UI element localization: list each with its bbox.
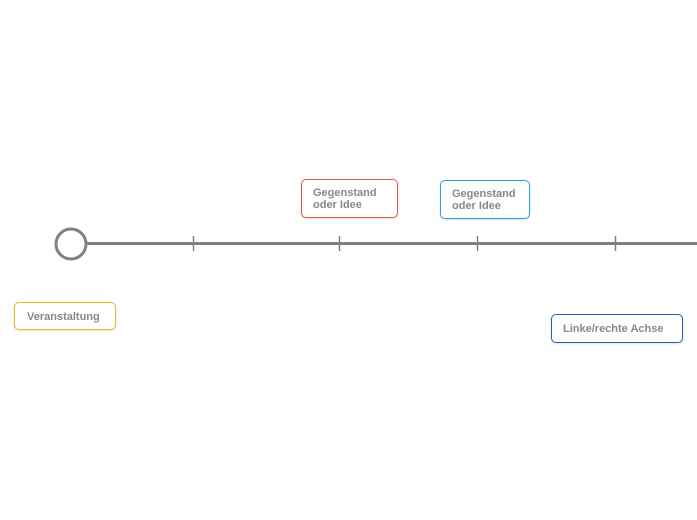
timeline-start-circle[interactable] [54,227,88,261]
axis-label-node-label: Linke/rechte Achse [563,323,664,335]
idea-node-1[interactable]: Gegenstand oder Idee [301,179,398,218]
idea-node-2-label: Gegenstand oder Idee [452,188,516,212]
idea-node-1-label: Gegenstand oder Idee [313,187,377,211]
event-node[interactable]: Veranstaltung [14,302,116,330]
event-node-label: Veranstaltung [27,311,100,323]
axis-label-node[interactable]: Linke/rechte Achse [551,314,683,343]
idea-node-2[interactable]: Gegenstand oder Idee [440,180,530,219]
